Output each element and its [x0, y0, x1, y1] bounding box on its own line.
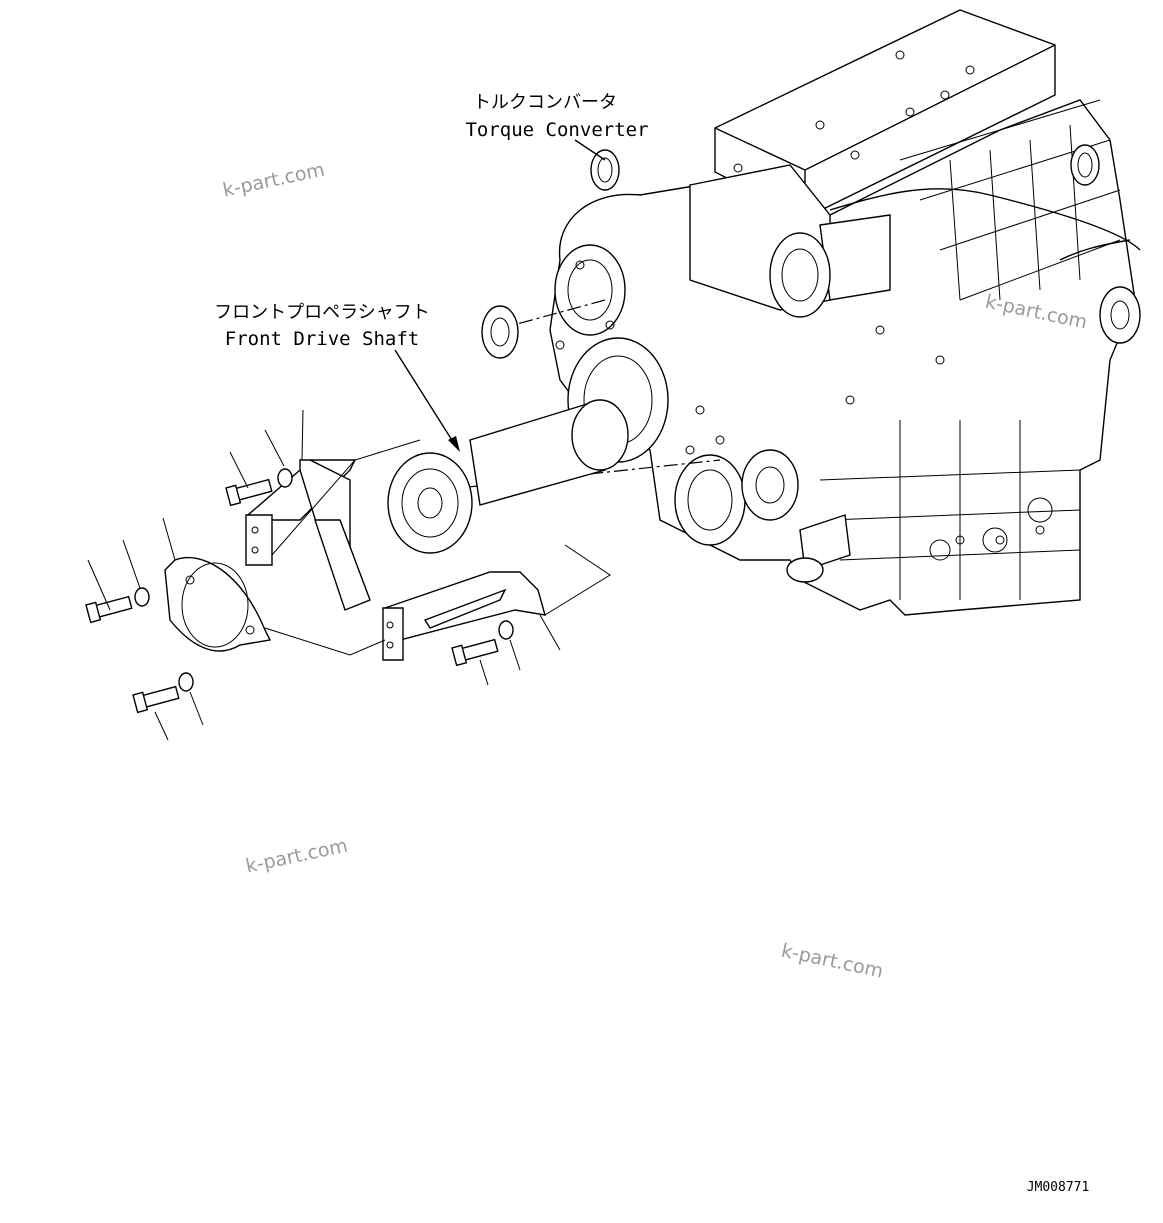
- label-arrows: [394, 139, 606, 452]
- front-drive-shaft-label-jp: フロントプロペラシャフト: [214, 302, 430, 323]
- front-drive-shaft-label-en: Front Drive Shaft: [225, 328, 419, 350]
- bolt-icon: [85, 478, 499, 714]
- watermark: k-part.com: [221, 159, 327, 202]
- drawing-number: JM008771: [1027, 1180, 1090, 1195]
- leader-lines: [87, 409, 561, 741]
- torque-converter-label-en: Torque Converter: [465, 119, 648, 141]
- washer-icon: [134, 468, 514, 692]
- transmission-assembly-drawing: [549, 9, 1141, 616]
- lower-bracket-drawing: [382, 571, 546, 661]
- guard-plate-drawing: [164, 556, 272, 652]
- watermark: k-part.com: [244, 835, 350, 878]
- torque-converter-label-jp: トルクコンバータ: [473, 92, 617, 113]
- drive-shaft-drawing: [387, 305, 629, 554]
- watermark: k-part.com: [779, 940, 885, 983]
- upper-bracket-drawing: [245, 459, 371, 611]
- connector-lines: [264, 439, 611, 656]
